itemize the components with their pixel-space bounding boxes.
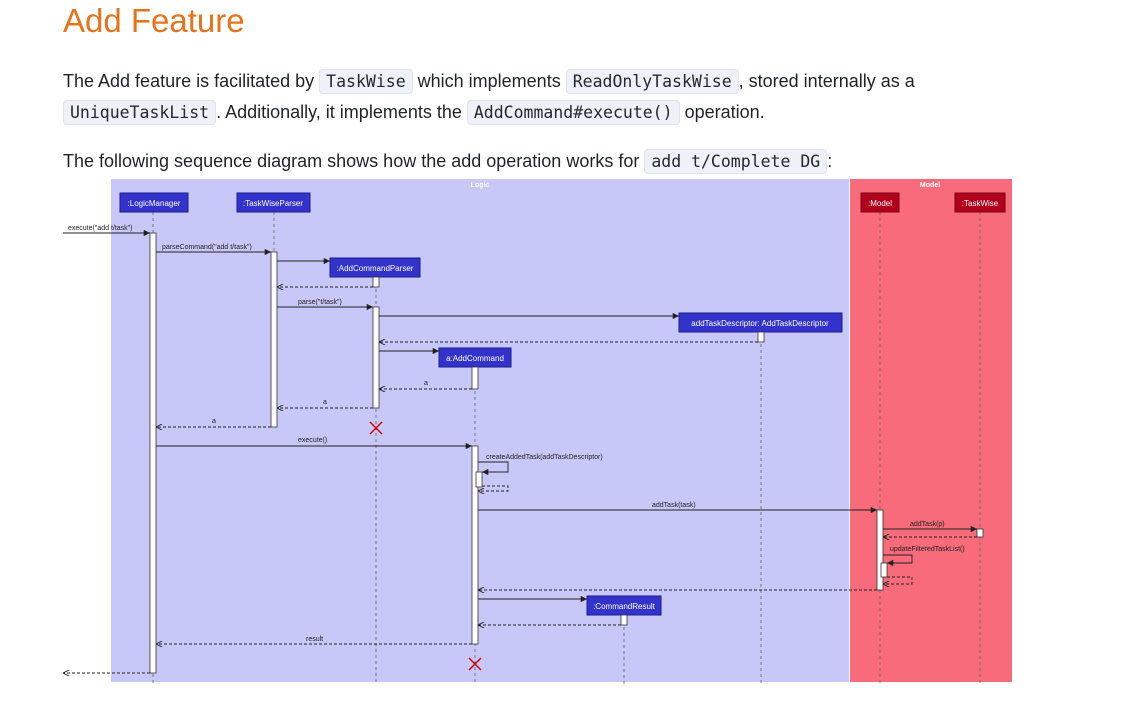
participant-model-box xyxy=(860,192,900,213)
activation-add-command-ctor xyxy=(471,366,479,390)
label-ret-a3: a xyxy=(212,418,216,425)
activation-acp-ctor xyxy=(372,276,380,288)
model-frame xyxy=(850,179,1012,682)
activation-command-result xyxy=(620,614,628,626)
label-ret-a1: a xyxy=(424,380,428,387)
model-frame-title: Model xyxy=(920,182,940,189)
page-title: Add Feature xyxy=(63,2,245,39)
msg-create-added-task xyxy=(478,461,509,476)
activation-parser xyxy=(270,251,278,428)
label-create-added-task: createAddedTask(addTaskDescriptor) xyxy=(486,454,603,461)
code-add-command-execute: AddCommand#execute() xyxy=(466,100,680,125)
participant-parser-box xyxy=(236,192,311,213)
label-add-task: addTask(task) xyxy=(652,502,696,509)
seq-text: The following sequence diagram shows how… xyxy=(63,151,645,171)
code-add-command-example: add t/Complete DG xyxy=(644,149,828,174)
participant-taskwise-box xyxy=(954,192,1006,213)
participant-taskwise: :TaskWise xyxy=(962,199,999,208)
activation-model-nested xyxy=(880,562,888,578)
logic-frame-title: Logic xyxy=(471,182,490,189)
ret-update-filtered xyxy=(883,576,913,584)
label-execute-call: execute("add t/task") xyxy=(68,225,133,232)
label-add-task-p: addTask(p) xyxy=(910,521,945,528)
label-parse-command: parseCommand("add t/task") xyxy=(162,244,252,251)
participant-logic-manager-box xyxy=(119,192,189,213)
intro-text: The Add feature is facilitated by xyxy=(63,71,320,91)
intro-text: . Additionally, it implements the xyxy=(216,102,467,122)
ret-create-added-task xyxy=(478,485,509,491)
activation-logic-manager xyxy=(149,232,157,674)
label-execute: execute() xyxy=(298,437,327,444)
activation-model xyxy=(876,509,884,591)
participant-add-command-parser: :AddCommandParser xyxy=(337,264,414,273)
intro-paragraph: The Add feature is facilitated by TaskWi… xyxy=(63,66,1073,128)
label-parse: parse("t/task") xyxy=(298,299,342,306)
intro-text: , stored internally as a xyxy=(738,71,915,91)
label-result: result xyxy=(306,636,323,643)
activation-add-command-exec xyxy=(471,445,479,645)
seq-text: : xyxy=(827,151,833,171)
participant-descriptor: addTaskDescriptor: AddTaskDescriptor xyxy=(691,319,829,328)
code-unique-task-list: UniqueTaskList xyxy=(63,100,217,125)
activation-add-command-nested xyxy=(475,471,483,488)
intro-text: which implements xyxy=(412,71,566,91)
sequence-intro-paragraph: The following sequence diagram shows how… xyxy=(63,146,832,177)
activation-descriptor xyxy=(757,331,765,343)
participant-parser: :TaskWiseParser xyxy=(243,199,303,208)
label-update-filtered: updateFilteredTaskList() xyxy=(890,546,965,553)
logic-frame xyxy=(111,179,849,682)
participant-add-command: a:AddCommand xyxy=(446,354,504,363)
participant-model: :Model xyxy=(868,199,892,208)
activation-acp-parse xyxy=(372,306,380,409)
participant-logic-manager: :LogicManager xyxy=(128,199,181,208)
participant-command-result: :CommandResult xyxy=(593,602,656,611)
destroy-add-command-b xyxy=(468,657,482,671)
code-taskwise: TaskWise xyxy=(319,69,413,94)
msg-update-filtered xyxy=(883,554,913,567)
activation-taskwise xyxy=(976,528,984,538)
label-ret-a2: a xyxy=(323,399,327,406)
intro-text: operation. xyxy=(679,102,765,122)
destroy-acp-b xyxy=(369,421,383,435)
code-readonly-taskwise: ReadOnlyTaskWise xyxy=(565,69,739,94)
